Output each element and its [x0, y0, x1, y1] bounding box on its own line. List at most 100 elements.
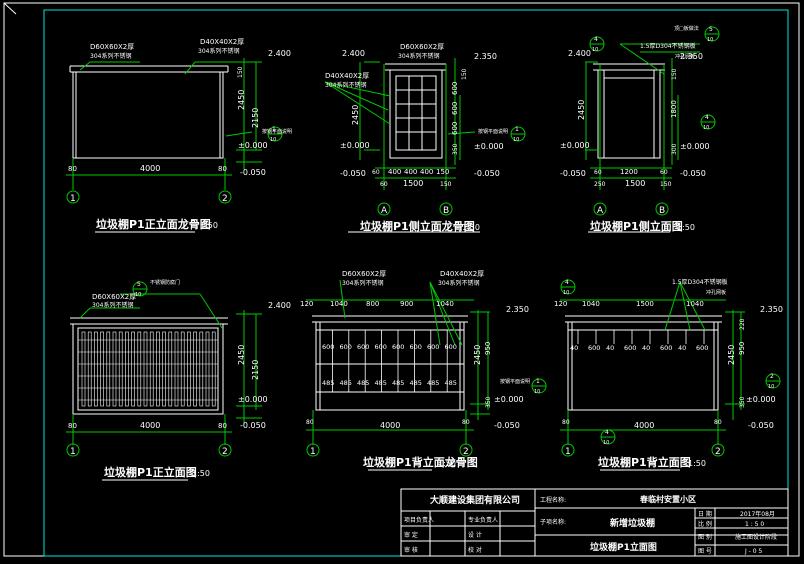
dim-485: 485 — [392, 379, 404, 387]
axis-bubble — [218, 190, 232, 204]
note-footnote: 按钢平面说明 — [478, 128, 508, 135]
note-d60: D60X60X2厚 — [92, 293, 136, 301]
dim-label: 600 — [660, 344, 672, 352]
dim-1040: 1040 — [686, 300, 704, 308]
fence-slat — [112, 331, 117, 407]
scale-label: 1:50 — [192, 469, 210, 478]
role-label: 项目负责人 — [404, 516, 434, 524]
callout-sheet: 10 — [603, 440, 609, 446]
note-d60: D60X60X2厚 — [400, 43, 444, 51]
level-2350: 2.350 — [506, 305, 529, 314]
dim-600: 600 — [392, 343, 404, 351]
view-side-elevation — [585, 26, 720, 233]
note-door: 不锈钢防腐门 — [150, 279, 180, 286]
dim-800: 800 — [366, 300, 379, 308]
dim-1040: 1040 — [330, 300, 348, 308]
axis-2: 2 — [715, 447, 721, 457]
note-ss304: 304系列不锈钢 — [438, 279, 479, 287]
fence-slat — [81, 331, 86, 407]
dim-350: 350 — [485, 396, 492, 408]
callout-sheet: 10 — [707, 37, 713, 43]
fence-slat — [100, 331, 104, 407]
scale-label: 1:50 — [200, 221, 218, 230]
axis-2: 2 — [222, 447, 228, 457]
dim-label: 40 — [678, 344, 686, 352]
dim-300: 300 — [671, 143, 678, 155]
dim-2450: 2450 — [727, 345, 736, 365]
note-ss304: 304系列不锈钢 — [92, 301, 133, 309]
dim-80: 80 — [306, 419, 314, 426]
role-label: 审 定 — [404, 531, 418, 539]
scale-label: 1:50 — [688, 459, 706, 468]
dim-150: 150 — [237, 66, 244, 78]
dim-80: 80 — [218, 422, 227, 430]
level-2350: 2.350 — [474, 52, 497, 61]
dim-120: 120 — [554, 300, 567, 308]
dim-150: 150 — [660, 181, 672, 188]
date-label: 日 期 — [698, 510, 712, 518]
callout-num: 5 — [709, 26, 713, 33]
fence-slat — [87, 331, 92, 407]
dim-80: 80 — [218, 165, 227, 173]
callout-sheet: 10 — [513, 137, 519, 143]
note-d15: 1.5厚D304不锈钢板 — [672, 278, 728, 286]
level-2400: 2.400 — [568, 49, 591, 58]
title-front-elev: 垃圾棚P1正立面图 — [104, 465, 197, 479]
note-perf: 冲孔网板 — [675, 53, 695, 60]
callout-num: 1 — [536, 378, 540, 385]
dim-80: 80 — [68, 165, 77, 173]
callout-sheet: 10 — [270, 137, 276, 143]
axis-B: B — [443, 206, 449, 216]
date-value: 2017年08月 — [740, 510, 775, 518]
dim-60: 60 — [594, 169, 602, 176]
callout-sheet: 10 — [592, 47, 598, 53]
level-2400: 2.400 — [268, 301, 291, 310]
view-front-frame — [66, 58, 283, 233]
level-0: ±0.000 — [238, 395, 268, 404]
dim-485: 485 — [340, 379, 352, 387]
dim-250: 250 — [594, 181, 606, 188]
dim-2450: 2450 — [237, 90, 246, 110]
fence-slat — [205, 331, 210, 407]
dim-2150: 2150 — [251, 360, 260, 380]
dim-600: 600 — [445, 343, 457, 351]
level-neg: -0.050 — [494, 421, 520, 430]
dim-400: 400 — [388, 168, 401, 176]
dim-80: 80 — [68, 422, 77, 430]
note-d40: D40X40X2厚 — [325, 72, 369, 80]
dim-150: 150 — [436, 168, 449, 176]
dim-1500: 1500 — [625, 179, 645, 188]
callout-num: 4 — [565, 279, 569, 286]
callout-sheet: 10 — [534, 389, 540, 395]
role-label: 设 计 — [468, 531, 482, 539]
scale-value: 1 : 5 0 — [745, 521, 764, 528]
role-label: 审 核 — [404, 546, 418, 554]
title-back-frame: 垃圾棚P1背立面龙骨图 — [363, 455, 478, 469]
note-ss304: 304系列不锈钢 — [90, 52, 131, 60]
axis-2: 2 — [463, 447, 469, 457]
dim-900: 900 — [400, 300, 413, 308]
dim-600: 600 — [340, 343, 352, 351]
note-footnote: 按钢平面说明 — [500, 378, 530, 385]
note-d40: D40X40X2厚 — [200, 38, 244, 46]
scale-label: 1:50 — [438, 459, 456, 468]
callout-sheet: 10 — [563, 290, 569, 296]
dim-485: 485 — [410, 379, 422, 387]
callout-sheet: 10 — [768, 384, 774, 390]
level-neg: -0.050 — [240, 168, 266, 177]
scale-label: 比 例 — [698, 520, 712, 528]
fence-slat — [174, 331, 179, 407]
dim-150: 150 — [440, 181, 452, 188]
dim-label: 40 — [642, 344, 650, 352]
dim-350: 350 — [739, 396, 746, 408]
note-ss304: 304系列不锈钢 — [325, 81, 366, 89]
dim-600: 600 — [427, 343, 439, 351]
dim-4000: 4000 — [634, 421, 654, 430]
dim-600: 600 — [322, 343, 334, 351]
dim-600: 600 — [451, 82, 459, 95]
level-0: ±0.000 — [340, 141, 370, 150]
callout-num: 5 — [137, 281, 141, 288]
fence-slat — [125, 331, 129, 407]
title-front-frame: 垃圾棚P1正立面龙骨图 — [96, 217, 211, 231]
